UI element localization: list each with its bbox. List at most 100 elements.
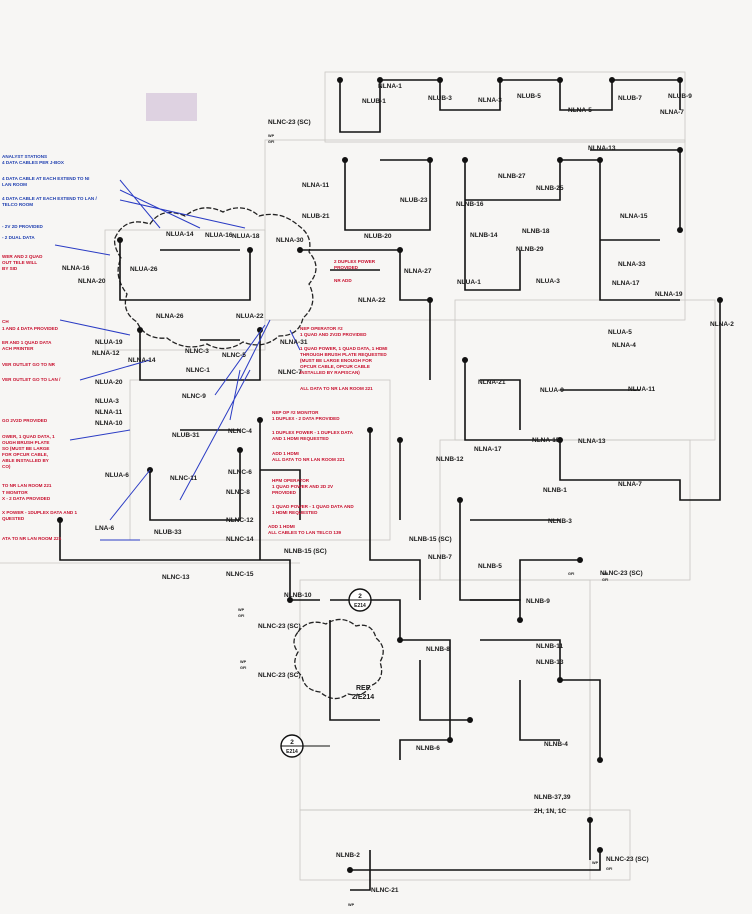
markup-note-left: - 2V 2D PROVIDED	[2, 224, 44, 229]
markup-note-center: 1 QUAD POWER, 1 QUAD DATA, 1 HDMI	[300, 346, 387, 351]
circuit-label: NLNA-13	[578, 438, 606, 445]
circuit-label: NLNC-1	[186, 367, 210, 374]
circuit-label: NLUA-16	[205, 232, 233, 239]
circuit-label: NLNC-12	[226, 517, 254, 524]
circuit-label: NLNA-26	[156, 313, 184, 320]
section-marker-lower: 2 E214	[280, 734, 330, 758]
device-tag: WP	[238, 608, 245, 612]
circuit-label: NLNA-2	[710, 321, 734, 328]
circuit-label: NLNA-7	[618, 481, 642, 488]
circuit-label: NLNB-8	[426, 646, 450, 653]
circuit-label: NLNB-1	[543, 487, 567, 494]
svg-text:REF.: REF.	[356, 685, 371, 692]
circuit-label: NLNC-3	[185, 348, 209, 355]
markup-note-left: 1 AND 4 DATA PROVIDED	[2, 326, 59, 331]
markup-note-left: ANALYST STATIONS	[2, 154, 47, 159]
circuit-label: NLNA-19	[655, 291, 683, 298]
markup-note-left: OUT TELE WILL	[2, 260, 37, 265]
circuit-label: NLUB-9	[668, 93, 692, 100]
circuit-label: NLUA-5	[608, 329, 632, 336]
circuit-label: NLNA-22	[358, 297, 386, 304]
device-tag: GFI	[268, 140, 274, 144]
markup-note-left: TO NR LAN ROOM 221	[2, 483, 52, 488]
circuit-label: NLUB-23	[400, 197, 428, 204]
markup-leaders	[54, 179, 301, 541]
circuit-label: NLNA-5	[568, 107, 592, 114]
circuit-label: NLNC-11	[170, 475, 197, 482]
section-marker-sheet: E214	[286, 749, 298, 755]
markup-note-center: 1 DUPLEX - 2 DATA PROVIDED	[272, 416, 340, 421]
circuit-label: NLUB-20	[364, 233, 392, 240]
markup-note-left: LAN ROOM	[2, 182, 27, 187]
circuit-label: NLUA-14	[166, 231, 194, 238]
circuit-label: NLNA-7	[660, 109, 684, 116]
circuit-label: NLNC-23 (SC)	[258, 672, 301, 679]
redacted-block	[146, 93, 197, 121]
circuit-label: NLNC-4	[228, 428, 252, 435]
markup-note-center: 1 QUAD POWER AND 2D 2V	[272, 484, 334, 489]
device-tag: GFI	[240, 666, 246, 670]
markup-note-center: 2 DUPLEX POWER	[334, 259, 376, 264]
circuit-label: NLNA-10	[95, 420, 123, 427]
circuit-label: NLNC-23 (SC)	[258, 623, 301, 630]
markup-note-left: 4 DATA CABLE AT EACH EXTEND TO NI	[2, 176, 89, 181]
circuit-label: NLNC-23 (SC)	[268, 119, 311, 126]
markup-note-center: 1 QUAD POWER - 1 QUAD DATA AND	[272, 504, 354, 509]
circuit-label: NLNA-21	[478, 379, 506, 386]
circuit-label: NLUB-21	[302, 213, 330, 220]
circuit-label: NLNA-33	[618, 261, 646, 268]
circuit-label: NLNB-3	[548, 518, 572, 525]
circuit-label: NLNA-14	[128, 357, 156, 364]
section-marker-num: 2	[290, 739, 294, 746]
device-tag: WP	[348, 903, 355, 907]
revision-clouds	[113, 207, 384, 700]
markup-note-center: ALL DATA TO NR LAN ROOM 221	[272, 457, 345, 462]
circuit-label: NLUA-20	[95, 379, 123, 386]
circuit-label: NLUA-9	[540, 387, 564, 394]
markup-note-left: GO 2V2D PROVIDED	[2, 418, 48, 423]
circuit-label: NLNB-5	[478, 563, 502, 570]
markup-note-center: NEP OP #2 MONITOR	[272, 410, 319, 415]
markup-note-center: THROUGH BRUSH PLATE REQUESTED	[300, 352, 387, 357]
circuit-label: NLNB-27	[498, 173, 526, 180]
markup-note-left: ER AND 1 QUAD DATA	[2, 340, 52, 345]
device-tag: WP	[592, 861, 599, 865]
ref-tag: REF. 2/E214	[352, 685, 374, 701]
circuit-label: NLNA-20	[78, 278, 106, 285]
circuit-label: NLNC-13	[162, 574, 190, 581]
circuit-label: 2H, 1N, 1C	[534, 808, 566, 815]
markup-note-center: PROVIDED	[272, 490, 297, 495]
markup-note-left: CH	[2, 319, 9, 324]
markup-note-left: ACH PRINTER	[2, 346, 34, 351]
circuit-label: NLNB-11	[536, 643, 563, 650]
circuit-label: NLUA-3	[95, 398, 119, 405]
circuit-label: NLNA-11	[302, 182, 329, 189]
markup-note-center: 1 DUPLEX POWER - 1 DUPLEX DATA	[272, 430, 354, 435]
circuit-label: NLNA-13	[588, 145, 616, 152]
circuit-label: NLNA-3	[478, 97, 502, 104]
circuit-label: NLNA-1	[378, 83, 402, 90]
circuit-label: NLNC-9	[182, 393, 206, 400]
markup-note-left: X POWER - 1DUPLEX DATA AND 1	[2, 510, 77, 515]
circuit-label: NLUA-6	[105, 472, 129, 479]
circuit-label: NLNC-23 (SC)	[606, 856, 649, 863]
circuit-label: NLUB-3	[428, 95, 452, 102]
circuit-label: NLNC-21	[371, 887, 399, 894]
circuit-label: NLNB-12	[436, 456, 464, 463]
circuit-label: NLUB-31	[172, 432, 200, 439]
circuit-label: NLNB-6	[416, 745, 440, 752]
markup-note-left: 4 DATA CABLE AT EACH EXTEND TO LAN /	[2, 196, 97, 201]
markup-note-center: NEP OPERATOR #2	[300, 326, 343, 331]
markup-note-center: 1 QUAD AND 2V2D PROVIDED	[300, 332, 367, 337]
circuit-label: NLNC-23 (SC)	[600, 570, 643, 577]
section-marker-num: 2	[358, 593, 362, 600]
device-tag: GFI	[238, 614, 244, 618]
circuit-label: NLNB-7	[428, 554, 452, 561]
section-marker-upper: 2 E214	[348, 588, 372, 612]
circuit-label: NLNC-15	[226, 571, 254, 578]
section-marker-sheet: E214	[354, 603, 366, 609]
markup-note-center: 1 HDMI REQUESTED	[272, 510, 318, 515]
